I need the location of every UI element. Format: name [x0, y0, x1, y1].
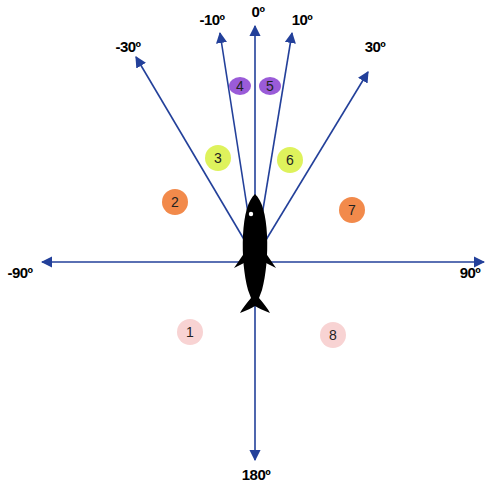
angle-axes — [42, 26, 484, 460]
callout-number: 7 — [339, 203, 365, 217]
callout-number: 6 — [277, 153, 303, 167]
fish-right-fin — [264, 252, 276, 268]
callout-number: 1 — [177, 325, 203, 339]
ray-30 — [255, 72, 368, 258]
fish-left-fin — [234, 252, 246, 268]
callout-number: 5 — [259, 79, 281, 93]
region-dot — [259, 77, 281, 95]
fish-silhouette — [234, 194, 276, 313]
region-dot — [162, 189, 188, 215]
fish-eye — [249, 212, 253, 216]
region-dot — [277, 147, 303, 173]
region-number: 2 — [162, 189, 188, 215]
region-number: 5 — [259, 77, 281, 95]
angle-label: 0º — [252, 4, 265, 19]
region-dot — [205, 145, 231, 171]
region-dot — [177, 319, 203, 345]
angle-label: 10º — [292, 12, 313, 27]
callout-number: 8 — [320, 328, 346, 342]
angle-label: 90º — [460, 265, 481, 280]
region-dot — [339, 197, 365, 223]
callout-number: 4 — [229, 79, 251, 93]
angle-label: -30º — [115, 39, 140, 54]
region-number: 6 — [277, 147, 303, 173]
callout-number: 2 — [162, 195, 188, 209]
angle-label: -90º — [7, 265, 32, 280]
angle-label: -10º — [199, 12, 224, 27]
region-number: 8 — [320, 322, 346, 348]
angle-label: 30º — [365, 39, 386, 54]
angle-label: 180º — [242, 467, 271, 482]
region-number: 3 — [205, 145, 231, 171]
ray-minus-30 — [136, 57, 255, 258]
region-number: 4 — [229, 77, 251, 95]
region-dot — [229, 77, 251, 95]
region-number: 1 — [177, 319, 203, 345]
region-dot — [320, 322, 346, 348]
callout-number: 3 — [205, 151, 231, 165]
region-number: 7 — [339, 197, 365, 223]
